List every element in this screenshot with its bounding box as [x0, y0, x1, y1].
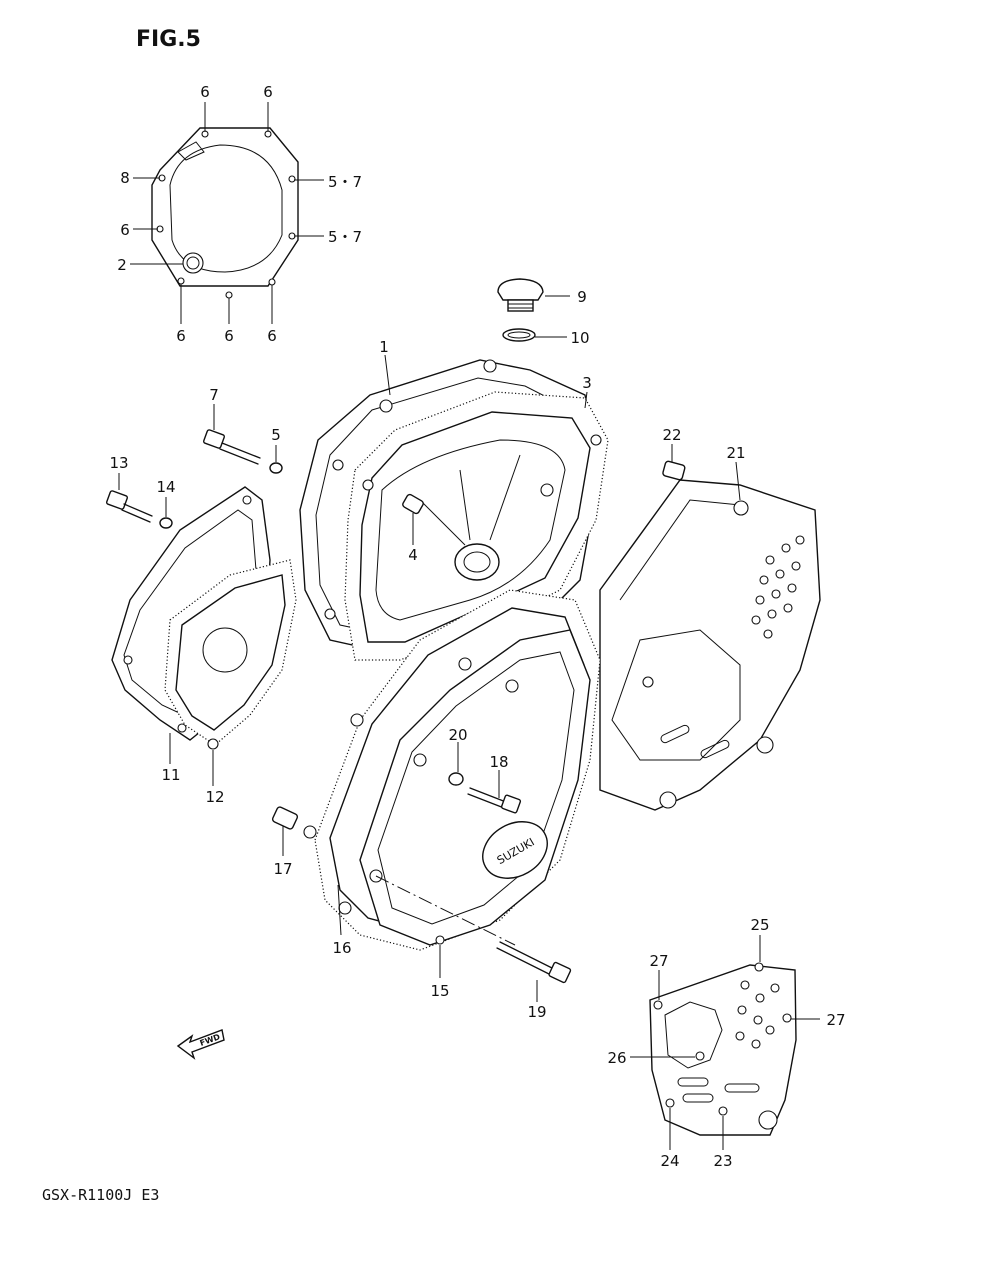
oil-seal — [454, 543, 500, 581]
dowel-pin-4 — [402, 493, 424, 515]
fwd-arrow-icon: FWD — [176, 1029, 225, 1060]
dowel-pin-22 — [662, 460, 686, 481]
callout-6: 6 — [263, 83, 273, 101]
callout-6: 6 — [267, 327, 277, 345]
callout-15: 15 — [430, 982, 449, 1000]
callout-5-7: 5・7 — [328, 228, 362, 246]
o-ring — [502, 328, 536, 342]
callout-7: 7 — [209, 386, 219, 404]
callout-6: 6 — [224, 327, 234, 345]
callout-23: 23 — [713, 1152, 732, 1170]
callout-12: 12 — [205, 788, 224, 806]
callout-4: 4 — [408, 546, 418, 564]
pickup-cover-gasket — [164, 559, 297, 750]
figure-label: FIG.5 — [136, 27, 201, 52]
callout-25: 25 — [750, 916, 769, 934]
callout-5: 5 — [271, 426, 281, 444]
callout-11: 11 — [161, 766, 180, 784]
callout-26: 26 — [607, 1049, 626, 1067]
bolt-13 — [106, 490, 153, 523]
callout-6: 6 — [176, 327, 186, 345]
callout-18: 18 — [489, 753, 508, 771]
callout-2: 2 — [117, 256, 127, 274]
callout-17: 17 — [273, 860, 292, 878]
callout-27: 27 — [826, 1011, 845, 1029]
callout-labels: 6 6 8 5・7 6 5・7 2 6 6 6 9 10 1 3 7 5 13 … — [109, 83, 845, 1170]
washer-5 — [269, 462, 283, 474]
model-code: GSX-R1100J E3 — [42, 1186, 159, 1204]
callout-9: 9 — [577, 288, 587, 306]
callout-8: 8 — [120, 169, 130, 187]
bolt-18 — [467, 787, 522, 814]
oil-filler-cap — [497, 278, 544, 312]
crankcase-cover-21 — [599, 479, 821, 811]
leader-lines — [118, 102, 820, 1150]
cover-plate — [649, 962, 797, 1136]
callout-20: 20 — [448, 726, 467, 744]
bolt-7 — [203, 429, 261, 465]
clutch-cover-gasket — [151, 127, 299, 299]
generator-cover: SUZUKI — [359, 629, 591, 946]
callout-3: 3 — [582, 374, 592, 392]
callout-24: 24 — [660, 1152, 679, 1170]
callout-6: 6 — [120, 221, 130, 239]
washer-20 — [448, 772, 464, 786]
callout-6: 6 — [200, 83, 210, 101]
callout-14: 14 — [156, 478, 175, 496]
callout-1: 1 — [379, 338, 389, 356]
callout-22: 22 — [662, 426, 681, 444]
bolt-19 — [496, 941, 572, 984]
dowel-pin-17 — [271, 806, 299, 830]
clutch-cover-gasket-large — [344, 391, 609, 661]
washer-14 — [159, 517, 173, 529]
callout-5-7: 5・7 — [328, 173, 362, 191]
callout-16: 16 — [332, 939, 351, 957]
callout-19: 19 — [527, 1003, 546, 1021]
callout-13: 13 — [109, 454, 128, 472]
callout-27: 27 — [649, 952, 668, 970]
callout-21: 21 — [726, 444, 745, 462]
callout-10: 10 — [570, 329, 589, 347]
